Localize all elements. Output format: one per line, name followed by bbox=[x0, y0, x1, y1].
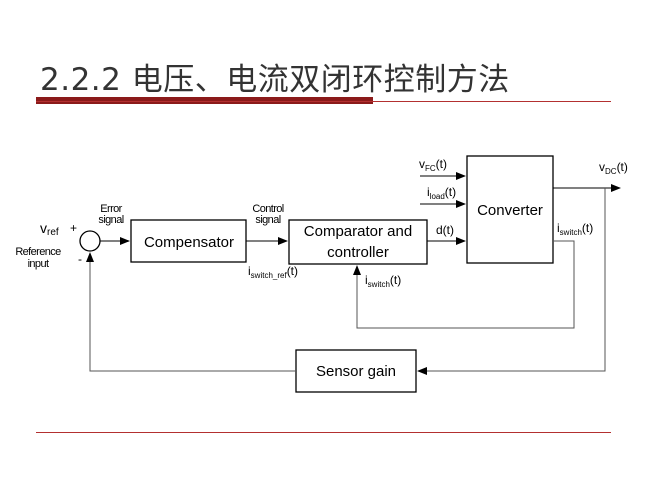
comparator-label-line1: Comparator and bbox=[304, 223, 412, 240]
vref-label: vref bbox=[40, 220, 59, 238]
comparator-controller-block bbox=[288, 219, 428, 265]
iswitch-feedback-label: iswitch(t) bbox=[365, 273, 401, 289]
title-underline-bar bbox=[36, 97, 373, 104]
outer-voltage-feedback-right bbox=[417, 188, 606, 375]
summing-junction bbox=[79, 230, 101, 252]
plus-sign: + bbox=[70, 221, 77, 235]
vfc-label: vFC(t) bbox=[419, 157, 447, 173]
compensator-label: Compensator bbox=[144, 234, 234, 251]
outer-voltage-feedback-left bbox=[86, 252, 296, 372]
control-signal-label-line2: signal bbox=[255, 214, 280, 226]
duty-cycle-label: d(t) bbox=[436, 223, 454, 237]
slide-title: 2.2.2 电压、电流双闭环控制方法 bbox=[40, 62, 510, 98]
vdc-label: vDC(t) bbox=[599, 160, 628, 176]
sensor-gain-label: Sensor gain bbox=[316, 363, 396, 380]
iswitch-ref-label: iswitch_ref(t) bbox=[248, 264, 298, 280]
comparator-label-line2: controller bbox=[327, 244, 389, 261]
error-signal-label-line1: Error bbox=[100, 203, 122, 215]
converter-block bbox=[466, 155, 554, 264]
converter-label: Converter bbox=[477, 202, 543, 219]
inner-current-loop bbox=[353, 240, 575, 329]
compensator-block bbox=[130, 219, 247, 263]
control-signal-label-line1: Control bbox=[252, 203, 283, 215]
title-underline-thin bbox=[36, 101, 611, 102]
iswitch-output-label: iswitch(t) bbox=[557, 221, 593, 237]
footer-divider bbox=[36, 432, 611, 433]
minus-sign: - bbox=[78, 252, 82, 266]
reference-input-label-line2: input bbox=[28, 258, 49, 270]
reference-input-label-line1: Reference bbox=[15, 246, 61, 258]
error-signal-label-line2: signal bbox=[98, 214, 123, 226]
iload-label: iload(t) bbox=[427, 185, 456, 201]
